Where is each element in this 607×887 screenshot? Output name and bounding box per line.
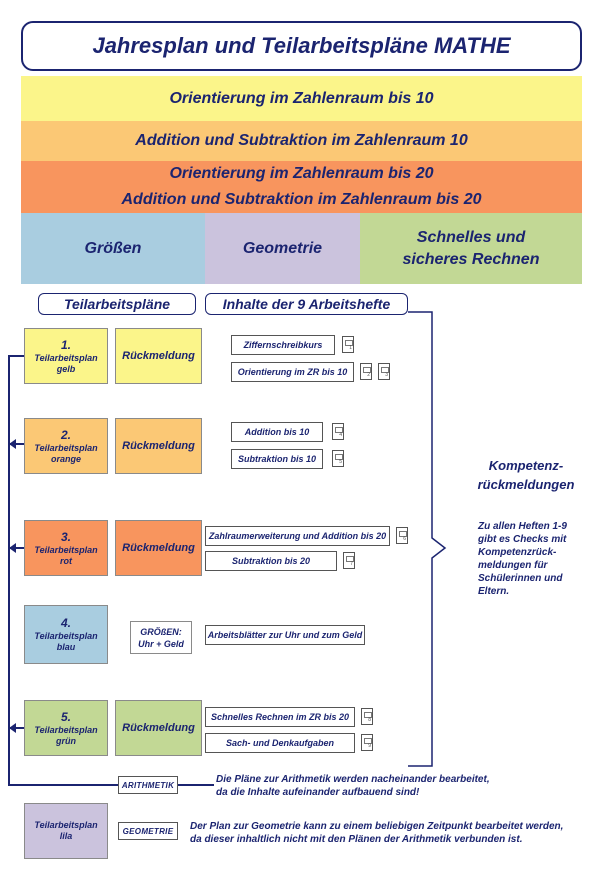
plan-label: Teilarbeitsplan — [34, 724, 98, 735]
flow-arrow-5 — [10, 727, 24, 729]
notebook-icon: 8 — [361, 708, 373, 725]
band-addition-10: Addition und Subtraktion im Zahlenraum 1… — [21, 121, 582, 161]
plan-color: orange — [50, 453, 81, 464]
flow-line-bottom — [8, 784, 118, 786]
plan-label: Teilarbeitsplan — [34, 544, 98, 555]
cell-schnell-line2: sicheres Rechnen — [402, 250, 540, 268]
kompetenz-title-line2: rückmeldungen — [477, 477, 575, 492]
plan-number: 5. — [60, 709, 71, 724]
kompetenz-text-line: Schülerinnen und — [478, 573, 563, 584]
plan-color: blau — [56, 642, 76, 652]
content-addition-10: Addition bis 10 — [231, 422, 323, 442]
notebook-icon: 3 — [378, 363, 390, 380]
kompetenz-bracket — [408, 311, 447, 767]
cell-groessen: Größen — [21, 213, 205, 284]
flow-line-bottom-right — [178, 784, 214, 786]
notebook-icon: 9 — [361, 734, 373, 751]
arithmetik-note: Die Pläne zur Arithmetik werden nacheina… — [216, 773, 516, 799]
content-zahlraumerweiterung: Zahlraumerweiterung und Addition bis 20 — [205, 526, 390, 546]
plan-gruen[interactable]: 5. Teilarbeitsplan grün — [24, 700, 108, 756]
band-addition-20: Addition und Subtraktion im Zahlenraum b… — [121, 191, 482, 208]
content-subtraktion-20: Subtraktion bis 20 — [205, 551, 337, 571]
page-title: Jahresplan und Teilarbeitspläne MATHE — [21, 21, 582, 71]
content-orientierung-10: Orientierung im ZR bis 10 — [231, 362, 354, 382]
kompetenz-title: Kompetenz- rückmeldungen — [456, 456, 596, 494]
notebook-icon: 5 — [332, 450, 344, 467]
groessen-box-title: GRÖßEN: — [140, 626, 182, 637]
plan-number: 4. — [60, 616, 71, 630]
rueckmeldung-gelb[interactable]: Rückmeldung — [115, 328, 202, 384]
content-sach-denkaufgaben: Sach- und Denkaufgaben — [205, 733, 355, 753]
plan-gelb[interactable]: 1. Teilarbeitsplan gelb — [24, 328, 108, 384]
notebook-icon: 1 — [342, 336, 354, 353]
flow-line-top — [8, 355, 24, 357]
arrow-head-icon — [9, 723, 16, 733]
plan-number: 1. — [60, 337, 71, 352]
plan-color: gelb — [56, 363, 76, 374]
arithmetik-note-line2: da die Inhalte aufeinander aufbauend sin… — [216, 787, 420, 798]
tag-geometrie: GEOMETRIE — [118, 822, 178, 840]
band-orientierung-10: Orientierung im Zahlenraum bis 10 — [21, 76, 582, 121]
content-ziffernschreibkurs: Ziffernschreibkurs — [231, 335, 335, 355]
groessen-box: GRÖßEN: Uhr + Geld — [130, 621, 192, 654]
flow-arrow-2 — [10, 443, 24, 445]
band-orientierung-20: Orientierung im Zahlenraum bis 20 — [169, 165, 434, 182]
groessen-box-sub: Uhr + Geld — [138, 638, 184, 649]
cell-geometrie: Geometrie — [205, 213, 360, 284]
geometrie-note: Der Plan zur Geometrie kann zu einem bel… — [190, 820, 602, 846]
plan-label: Teilarbeitsplan — [34, 352, 98, 363]
plan-color: grün — [56, 735, 76, 746]
header-teilarbeitsplaene: Teilarbeitspläne — [38, 293, 196, 315]
content-subtraktion-10: Subtraktion bis 10 — [231, 449, 323, 469]
arrow-head-icon — [9, 439, 16, 449]
plan-color: rot — [60, 555, 72, 566]
arithmetik-note-line1: Die Pläne zur Arithmetik werden nacheina… — [216, 774, 490, 785]
rueckmeldung-gruen[interactable]: Rückmeldung — [115, 700, 202, 756]
kompetenz-text-line: Kompetenzrück- — [478, 547, 557, 558]
flow-line — [8, 355, 10, 785]
plan-number: 2. — [60, 427, 71, 442]
kompetenz-text-line: Zu allen Heften 1-9 — [478, 521, 567, 532]
kompetenz-text-line: Eltern. — [478, 586, 510, 597]
cell-schnelles-rechnen: Schnelles und sicheres Rechnen — [360, 213, 582, 284]
kompetenz-text-line: meldungen für — [478, 560, 548, 571]
kompetenz-text: Zu allen Heften 1-9 gibt es Checks mit K… — [478, 520, 598, 598]
header-inhalte: Inhalte der 9 Arbeitshefte — [205, 293, 408, 315]
plan-number: 3. — [60, 529, 71, 544]
content-schnelles-rechnen: Schnelles Rechnen im ZR bis 20 — [205, 707, 355, 727]
arrow-head-icon — [9, 543, 16, 553]
kompetenz-text-line: gibt es Checks mit — [478, 534, 567, 545]
notebook-icon: 6 — [396, 527, 408, 544]
geometrie-note-line1: Der Plan zur Geometrie kann zu einem bel… — [190, 821, 564, 832]
plan-label: Teilarbeitsplan — [34, 442, 98, 453]
rueckmeldung-orange[interactable]: Rückmeldung — [115, 418, 202, 474]
band-zahlenraum-20: Orientierung im Zahlenraum bis 20 Additi… — [21, 161, 582, 213]
cell-schnell-line1: Schnelles und — [416, 228, 526, 246]
geometrie-note-line2: da dieser inhaltlich nicht mit den Pläne… — [190, 834, 523, 845]
notebook-icon: 2 — [360, 363, 372, 380]
plan-label: Teilarbeitsplan — [34, 631, 98, 641]
plan-blau[interactable]: 4. Teilarbeitsplan blau — [24, 605, 108, 664]
tag-arithmetik: ARITHMETIK — [118, 776, 178, 794]
notebook-icon: 4 — [332, 423, 344, 440]
content-uhr-geld: Arbeitsblätter zur Uhr und zum Geld — [205, 625, 365, 645]
flow-arrow-3 — [10, 547, 24, 549]
plan-color: lila — [59, 831, 73, 841]
plan-lila[interactable]: Teilarbeitsplan lila — [24, 803, 108, 859]
plan-label: Teilarbeitsplan — [34, 820, 98, 830]
rueckmeldung-rot[interactable]: Rückmeldung — [115, 520, 202, 576]
plan-orange[interactable]: 2. Teilarbeitsplan orange — [24, 418, 108, 474]
notebook-icon: 7 — [343, 552, 355, 569]
plan-rot[interactable]: 3. Teilarbeitsplan rot — [24, 520, 108, 576]
kompetenz-title-line1: Kompetenz- — [488, 458, 564, 473]
